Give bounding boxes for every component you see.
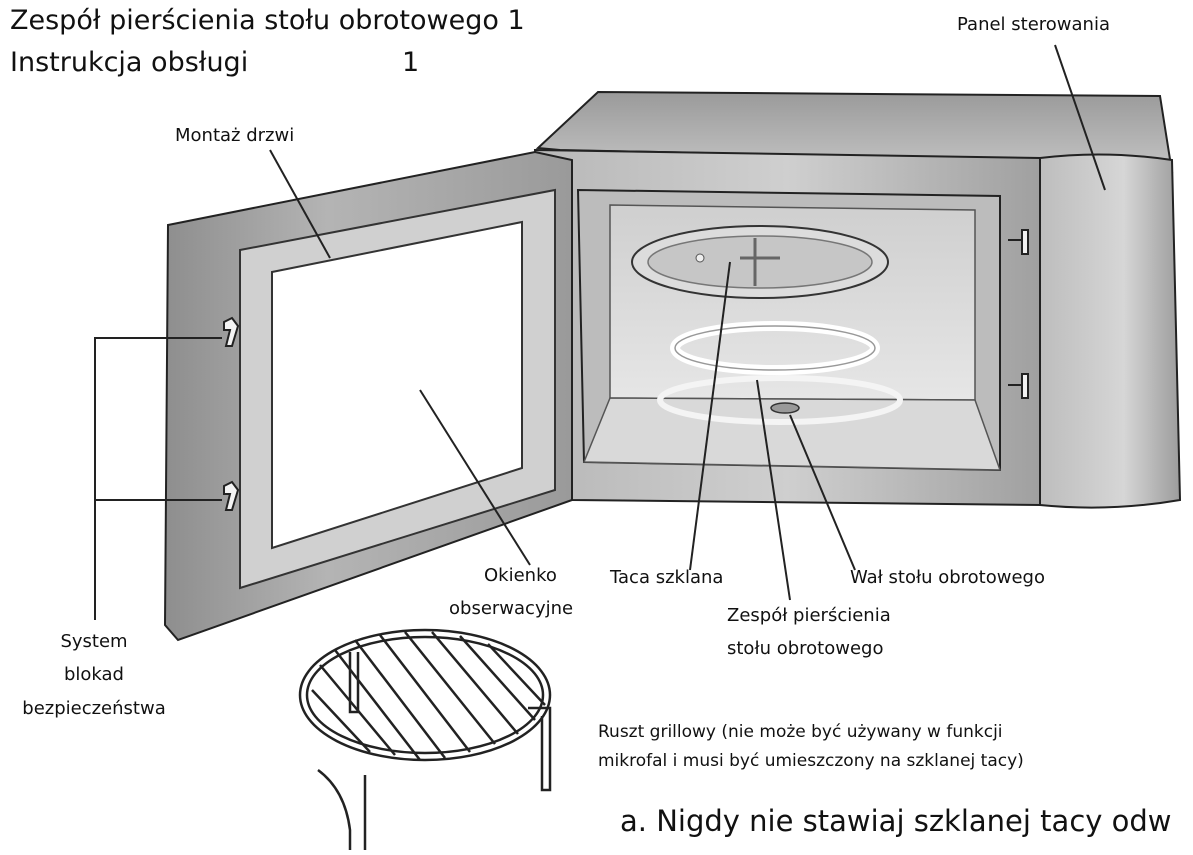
door-latch-bottom — [223, 480, 240, 511]
label-turntable-ring-2: stołu obrotowego — [727, 638, 884, 659]
label-safety-interlock-1: System — [60, 631, 128, 652]
grill-rack — [298, 628, 552, 850]
leader-lines — [94, 44, 1106, 620]
control-panel — [1039, 153, 1182, 509]
latch-slot-bottom — [1008, 373, 1029, 399]
label-glass-tray: Taca szklana — [610, 567, 724, 588]
label-observation-window-2: obserwacyjne — [449, 598, 574, 619]
latch-slot-top — [1008, 229, 1029, 255]
label-grill-rack-1: Ruszt grillowy (nie może być używany w f… — [598, 722, 1003, 742]
glass-tray-couplings — [740, 238, 780, 286]
label-turntable-shaft: Wał stołu obrotowego — [850, 567, 1045, 588]
page-subtitle: Instrukcja obsługi — [10, 47, 249, 78]
turntable-shaft — [770, 402, 800, 414]
glass-tray-inner — [647, 235, 873, 289]
label-observation-window-1: Okienko — [484, 565, 557, 586]
label-safety-interlock-3: bezpieczeństwa — [22, 698, 166, 719]
label-grill-rack-2: mikrofal i musi być umieszczony na szkla… — [598, 751, 1024, 771]
door-window — [271, 220, 523, 550]
door-latch-top — [223, 316, 240, 347]
label-safety-interlock-2: blokad — [63, 664, 124, 685]
label-control-panel: Panel sterowania — [957, 14, 1110, 35]
page-title: Zespół pierścienia stołu obrotowego 1 — [10, 5, 525, 36]
label-turntable-ring-1: Zespół pierścienia — [727, 605, 891, 626]
page-subtitle-number: 1 — [402, 47, 420, 78]
label-door-assembly: Montaż drzwi — [175, 125, 295, 146]
footer-note: a. Nigdy nie stawiaj szklanej tacy odw — [620, 804, 1172, 838]
